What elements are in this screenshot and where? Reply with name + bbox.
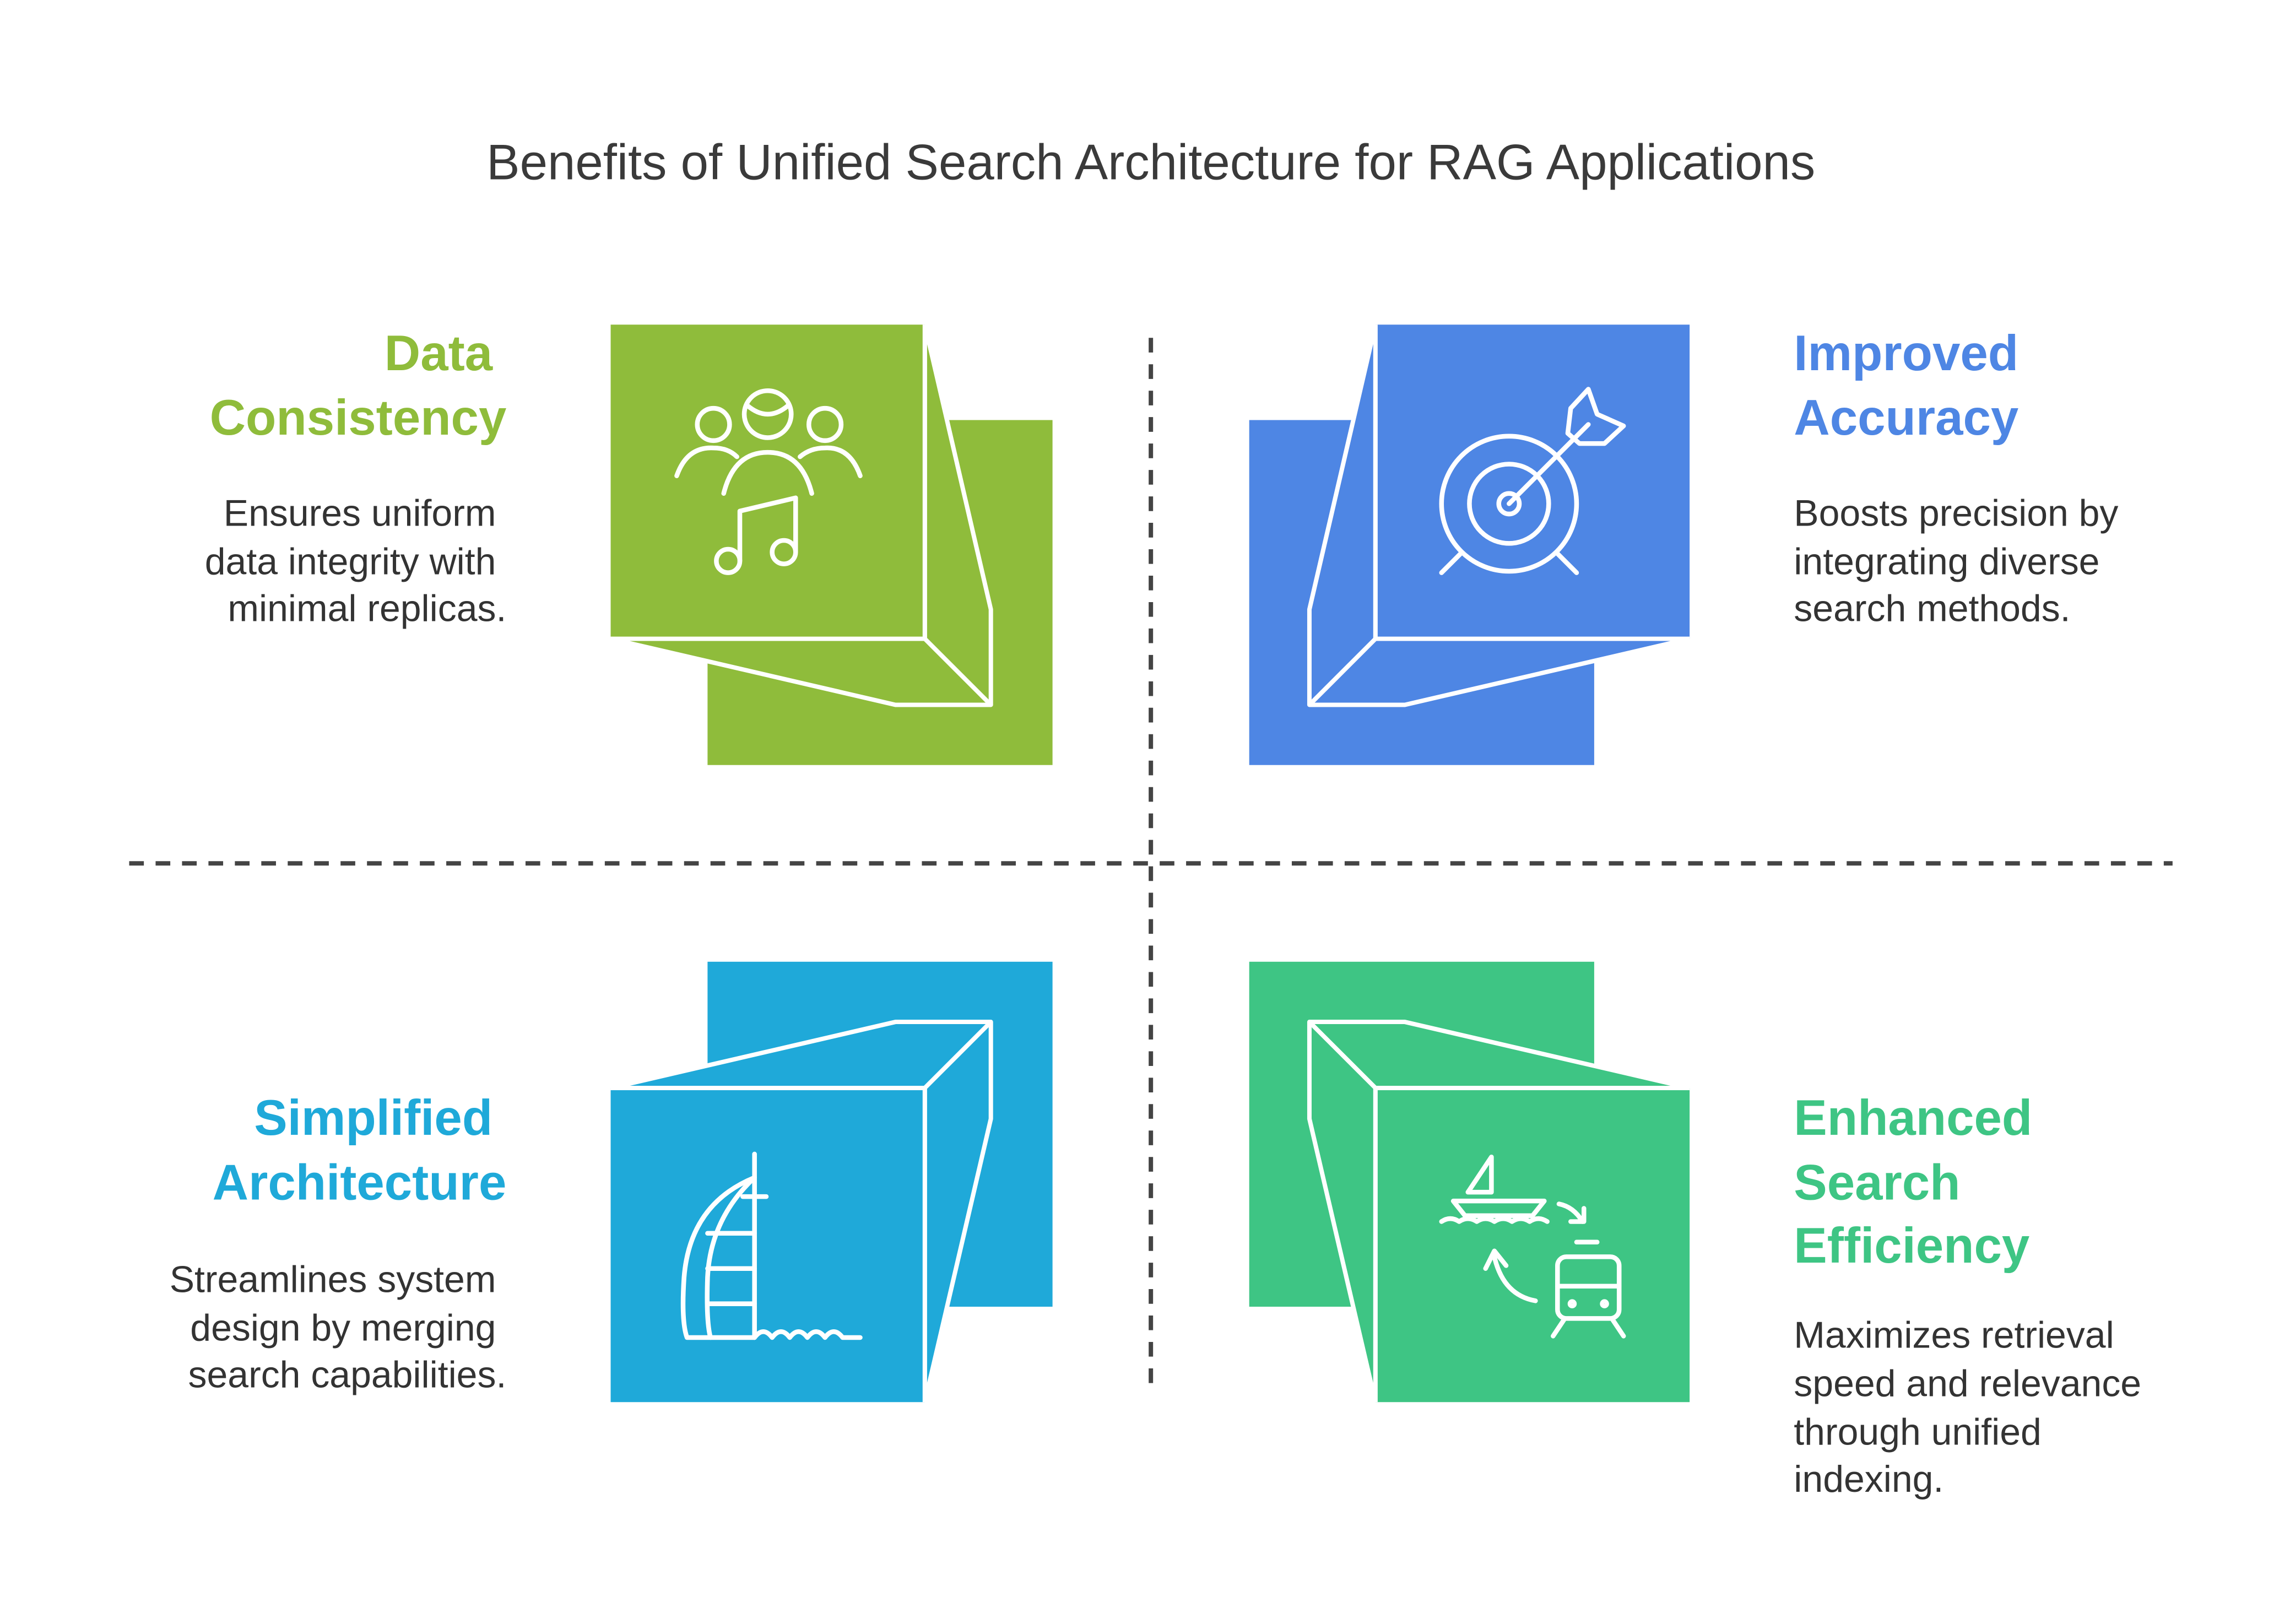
front-square [1375,1087,1690,1403]
heading: Simplified Architecture [213,1090,507,1210]
description: Maximizes retrieval speed and relevance … [1794,1314,2152,1500]
description: Boosts precision by integrating diverse … [1794,492,2129,629]
heading: Improved Accuracy [1794,326,2032,446]
diagram-title: Benefits of Unified Search Architecture … [486,134,1815,190]
people-music-icon [674,388,863,575]
front-square [610,1087,925,1403]
heading: Enhanced Search Efficiency [1794,1090,2046,1274]
quadrant-simplified-architecture: Simplified Architecture Streamlines syst… [170,961,1053,1405]
heading: Data Consistency [210,326,507,446]
quadrant-enhanced-search-efficiency: Enhanced Search Efficiency Maximizes ret… [1249,961,2152,1500]
description: Ensures uniform data integrity with mini… [205,492,507,629]
sail-building-icon [680,1151,863,1340]
quadrant-improved-accuracy: Improved Accuracy Boosts precision by in… [1249,322,2129,765]
target-arrow-icon [1439,387,1626,575]
description: Streamlines system design by merging sea… [170,1258,507,1395]
front-square [610,324,925,639]
quadrant-data-consistency: Data Consistency Ensures uniform data in… [205,322,1053,765]
boat-train-transfer-icon [1439,1154,1626,1339]
